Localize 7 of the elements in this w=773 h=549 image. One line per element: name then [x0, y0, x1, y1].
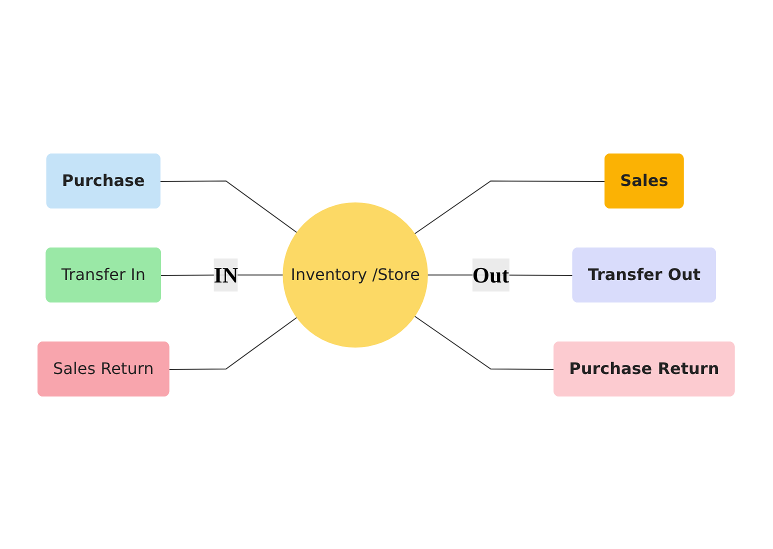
- connector: [169, 316, 298, 370]
- edge-label: IN: [214, 262, 239, 287]
- connector: [414, 180, 606, 234]
- edge-label: Out: [472, 262, 510, 287]
- node-circle: Inventory /Store: [283, 202, 428, 348]
- connector: [160, 180, 298, 233]
- connector: [414, 315, 556, 370]
